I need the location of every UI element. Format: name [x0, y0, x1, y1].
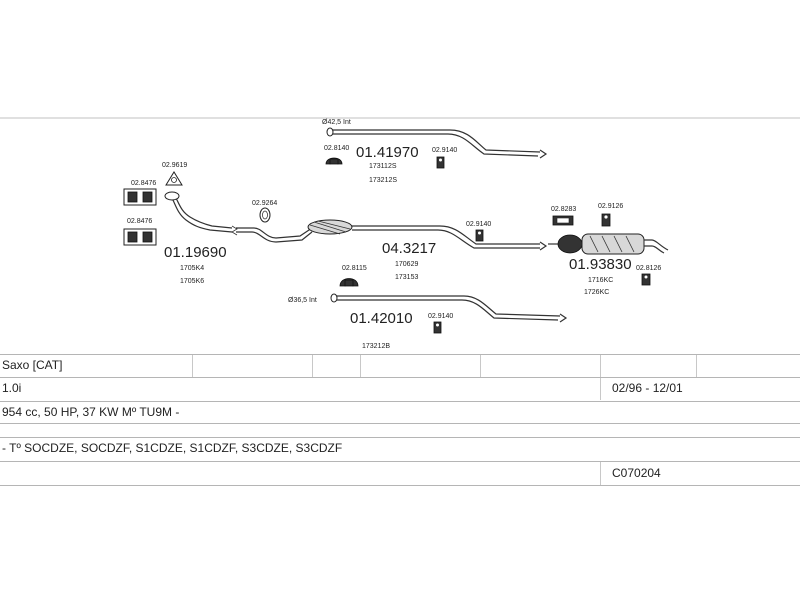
- middle-silencer-drawing: [236, 219, 548, 251]
- rubber-mount-icon: [475, 229, 484, 242]
- rubber-mount-icon: [601, 213, 611, 227]
- fitting-label: 02.8476: [127, 218, 152, 225]
- rear-silencer-ref-2: 1726KC: [584, 289, 609, 296]
- bottom-pipe-ref-1: 173212B: [362, 343, 390, 350]
- fitting-label: 02.8476: [131, 180, 156, 187]
- table-col-divider: [312, 355, 313, 377]
- fitting-label: 02.9140: [428, 313, 453, 320]
- front-pipe-ref-1: 1705K4: [180, 265, 204, 272]
- rear-silencer-drawing: [548, 233, 669, 255]
- engine-version: 1.0i: [2, 381, 22, 395]
- rear-silencer-number: 01.93830: [569, 256, 632, 273]
- table-col-divider: [696, 355, 697, 377]
- fitting-label: 02.9619: [162, 162, 187, 169]
- table-row-divider: [0, 461, 800, 462]
- engine-codes: - Tº SOCDZE, SOCDZF, S1CDZE, S1CDZF, S3C…: [2, 441, 343, 455]
- fitting-label: 02.8126: [636, 265, 661, 272]
- hanger-icon: [339, 278, 359, 287]
- front-pipe-ref-2: 1705K6: [180, 278, 204, 285]
- top-pipe-number: 01.41970: [356, 144, 419, 161]
- fitting-label: 02.9140: [466, 221, 491, 228]
- table-col-divider: [600, 462, 601, 485]
- fitting-label: 02.9264: [252, 200, 277, 207]
- rear-silencer-ref-1: 1716KC: [588, 277, 613, 284]
- hanger-icon: [325, 157, 343, 165]
- fitting-label: 02.9126: [598, 203, 623, 210]
- clamp-kit-icon: [123, 228, 157, 246]
- exhaust-system-diagram: 01.19690 1705K4 1705K6 02.9619 02.8476 0…: [0, 117, 800, 350]
- fitting-label: 02.9140: [432, 147, 457, 154]
- table-row-divider: [0, 437, 800, 438]
- top-cat-pipe-drawing: [326, 127, 548, 159]
- bottom-pipe-number: 01.42010: [350, 310, 413, 327]
- table-row-divider: [0, 401, 800, 402]
- rubber-mount-icon: [433, 321, 442, 334]
- table-col-divider: [480, 355, 481, 377]
- table-col-divider: [192, 355, 193, 377]
- production-dates: 02/96 - 12/01: [612, 381, 683, 395]
- top-pipe-diameter: Ø42,5 Int: [322, 119, 351, 126]
- fitting-label: 02.8283: [551, 206, 576, 213]
- middle-silencer-ref-1: 170629: [395, 261, 418, 268]
- catalog-code: C070204: [612, 466, 661, 480]
- bottom-cat-pipe-drawing: [330, 293, 568, 323]
- middle-silencer-ref-2: 173153: [395, 274, 418, 281]
- table-row-divider: [0, 354, 800, 355]
- front-pipe-number: 01.19690: [164, 244, 227, 261]
- fitting-label: 02.8115: [342, 265, 367, 272]
- bottom-pipe-diameter: Ø36,5 Int: [288, 297, 317, 304]
- clamp-icon: [552, 215, 574, 226]
- table-col-divider: [600, 355, 601, 377]
- table-col-divider: [360, 355, 361, 377]
- rubber-mount-icon: [436, 156, 445, 169]
- table-row-divider: [0, 485, 800, 486]
- rubber-mount-icon: [641, 273, 651, 286]
- table-col-divider: [600, 378, 601, 400]
- table-row-divider: [0, 377, 800, 378]
- middle-silencer-number: 04.3217: [382, 240, 436, 257]
- clamp-kit-icon: [123, 188, 157, 206]
- engine-specs: 954 cc, 50 HP, 37 KW Mº TU9M -: [2, 405, 180, 419]
- top-pipe-ref-2: 173212S: [369, 177, 397, 184]
- front-pipe-drawing: [164, 191, 238, 236]
- fitting-label: 02.8140: [324, 145, 349, 152]
- table-row-divider: [0, 423, 800, 424]
- vehicle-model: Saxo [CAT]: [2, 358, 63, 372]
- top-pipe-ref-1: 173112S: [369, 163, 397, 170]
